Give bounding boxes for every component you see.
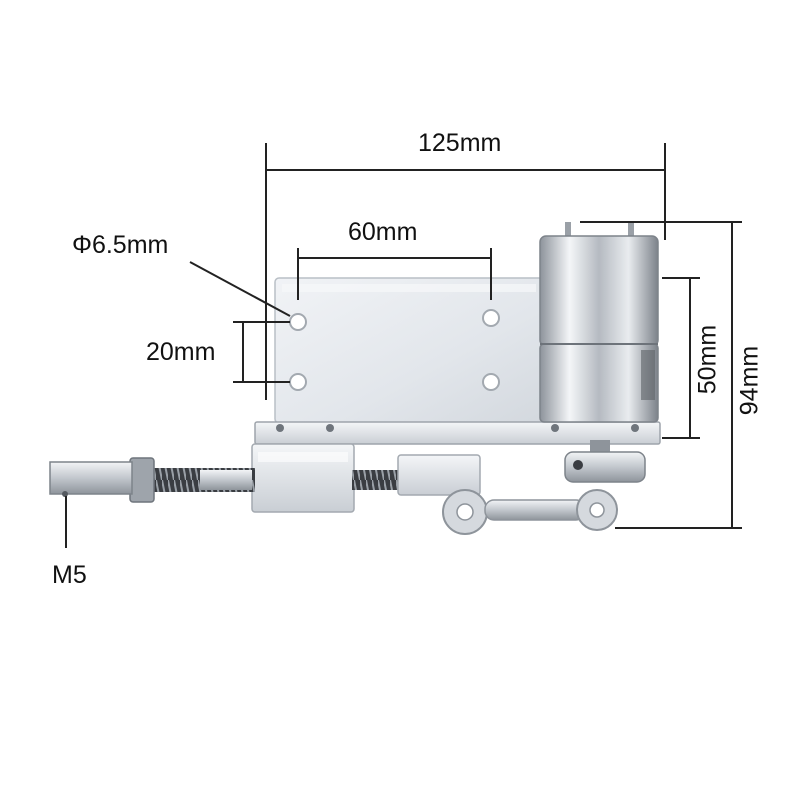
- linkage-arm: [397, 454, 618, 535]
- dim-hole-spacing-vertical-label: 20mm: [146, 338, 216, 366]
- output-shaft-coupler: [564, 440, 646, 483]
- dim-overall-height-label: 94mm: [735, 345, 764, 416]
- dim-overall-width-label: 125mm: [418, 129, 502, 157]
- dim-hole-spacing-horizontal-label: 60mm: [348, 218, 418, 246]
- rod-end-tip: [49, 461, 133, 497]
- dim-thread-size-label: M5: [52, 561, 87, 589]
- mounting-holes: [289, 309, 500, 391]
- slider-block: [251, 443, 355, 513]
- dim-hole-diameter-label: Φ6.5mm: [72, 231, 169, 259]
- dimension-lines: [65, 143, 742, 548]
- mounting-plate: [274, 277, 544, 424]
- gear-motor: [539, 222, 659, 423]
- dim-bracket-height-label: 50mm: [693, 324, 722, 395]
- lead-screw: [150, 468, 400, 492]
- hex-nut: [129, 457, 155, 503]
- base-rail: [254, 421, 661, 445]
